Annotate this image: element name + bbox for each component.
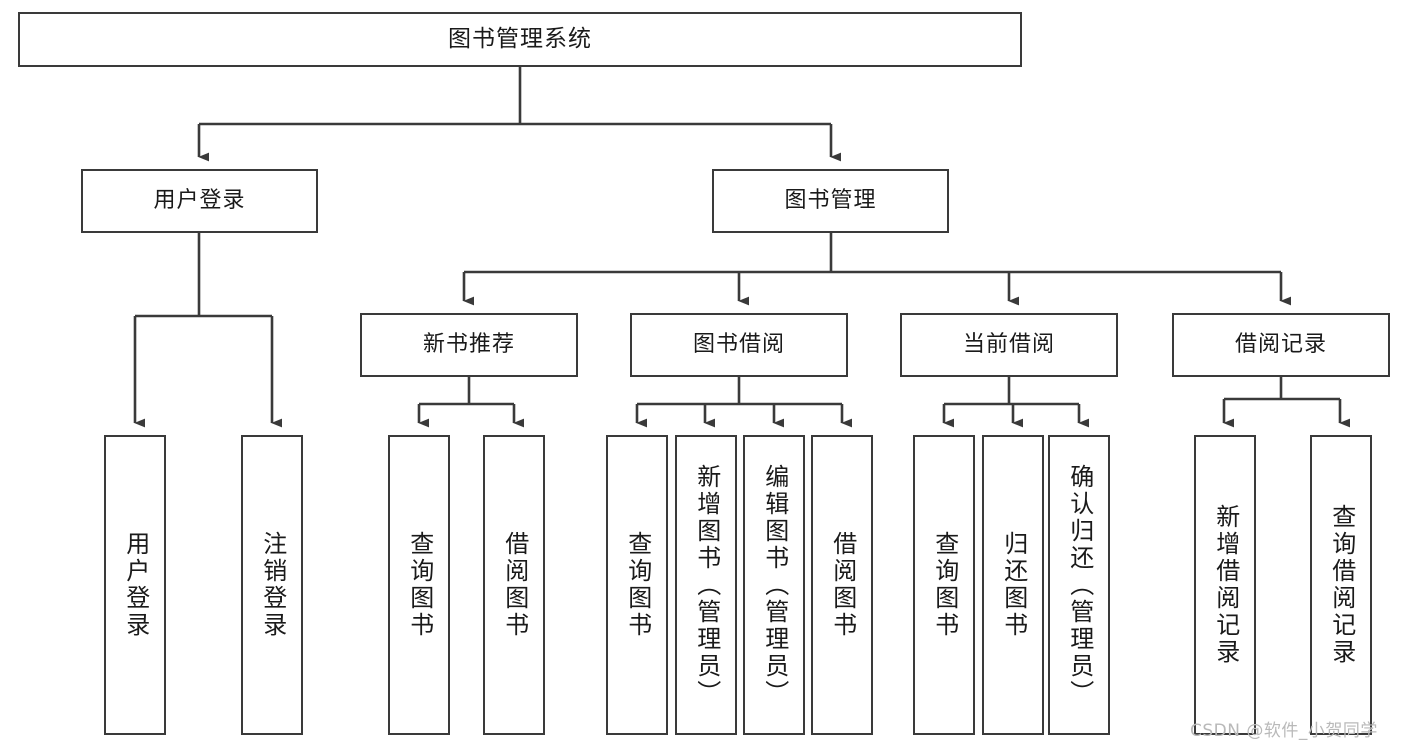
node-label: 图书管理系统: [448, 25, 592, 52]
node-book-borrow[interactable]: 图书借阅: [630, 313, 848, 377]
node-label: 确认归还（管理员）: [1065, 463, 1094, 707]
node-label: 查询图书: [623, 531, 652, 639]
node-label: 查询图书: [405, 531, 434, 639]
node-leaf-query-book-3[interactable]: 查询图书: [913, 435, 975, 735]
node-label: 用户登录: [153, 187, 246, 213]
node-leaf-confirm-return[interactable]: 确认归还（管理员）: [1048, 435, 1110, 735]
node-label: 新增借阅记录: [1211, 504, 1240, 666]
node-label: 查询图书: [930, 531, 959, 639]
node-leaf-query-book-2[interactable]: 查询图书: [606, 435, 668, 735]
node-leaf-logout[interactable]: 注销登录: [241, 435, 303, 735]
node-label: 注销登录: [258, 531, 287, 639]
csdn-watermark: CSDN @软件_小贺同学: [1190, 721, 1378, 741]
node-leaf-query-book-1[interactable]: 查询图书: [388, 435, 450, 735]
node-leaf-add-book[interactable]: 新增图书（管理员）: [675, 435, 737, 735]
node-label: 当前借阅: [962, 331, 1055, 357]
node-label: 图书借阅: [692, 331, 785, 357]
node-label: 归还图书: [999, 531, 1028, 639]
node-label: 编辑图书（管理员）: [760, 463, 789, 707]
node-leaf-borrow-book-2[interactable]: 借阅图书: [811, 435, 873, 735]
node-label: 借阅记录: [1234, 331, 1327, 357]
node-current-borrow[interactable]: 当前借阅: [900, 313, 1118, 377]
node-leaf-query-record[interactable]: 查询借阅记录: [1310, 435, 1372, 735]
node-leaf-return-book[interactable]: 归还图书: [982, 435, 1044, 735]
node-root-system[interactable]: 图书管理系统: [18, 12, 1022, 67]
node-label: 新增图书（管理员）: [692, 463, 721, 707]
node-borrow-record[interactable]: 借阅记录: [1172, 313, 1390, 377]
node-label: 用户登录: [121, 531, 150, 639]
node-label: 借阅图书: [828, 531, 857, 639]
node-leaf-add-record[interactable]: 新增借阅记录: [1194, 435, 1256, 735]
node-label: 新书推荐: [422, 331, 515, 357]
node-user-login[interactable]: 用户登录: [81, 169, 318, 233]
node-leaf-user-login[interactable]: 用户登录: [104, 435, 166, 735]
node-book-manage[interactable]: 图书管理: [712, 169, 949, 233]
node-label: 图书管理: [784, 187, 877, 213]
node-leaf-edit-book[interactable]: 编辑图书（管理员）: [743, 435, 805, 735]
node-leaf-borrow-book-1[interactable]: 借阅图书: [483, 435, 545, 735]
node-new-book-recommend[interactable]: 新书推荐: [360, 313, 578, 377]
node-label: 查询借阅记录: [1327, 504, 1356, 666]
node-label: 借阅图书: [500, 531, 529, 639]
